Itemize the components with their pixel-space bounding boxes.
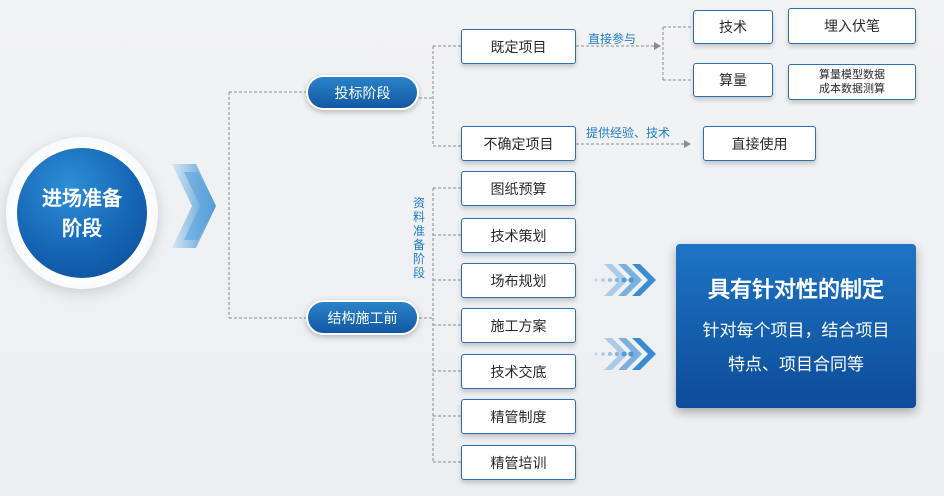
edge-label-provide-experience: 提供经验、技术 [586, 126, 671, 140]
prep-item: 技术交底 [461, 354, 576, 389]
direct-use-box: 直接使用 [703, 126, 816, 161]
result-panel: 具有针对性的制定 针对每个项目，结合项目 特点、项目合同等 [676, 244, 916, 408]
estimate-note-line2: 成本数据测算 [819, 82, 885, 95]
stage-pre-construction: 结构施工前 [306, 300, 419, 335]
prep-item: 施工方案 [461, 308, 576, 343]
root-node: 进场准备 阶段 [14, 145, 150, 281]
uncertain-project-box: 不确定项目 [461, 126, 576, 161]
prep-item: 精管制度 [461, 399, 576, 434]
chevron-arrow-icon [172, 164, 216, 248]
prep-item: 图纸预算 [461, 171, 576, 206]
material-prep-label: 资料准备阶段 [412, 196, 425, 280]
edge-label-direct-participate: 直接参与 [588, 32, 637, 46]
root-line1: 进场准备 [42, 186, 122, 210]
estimate-note-box: 算量模型数据 成本数据测算 [788, 64, 916, 100]
result-line2: 特点、项目合同等 [728, 355, 864, 375]
dotted-arrow-icon-upper [594, 264, 656, 296]
estimate-note-line1: 算量模型数据 [819, 68, 885, 81]
prep-item: 精管培训 [461, 445, 576, 480]
result-line1: 针对每个项目，结合项目 [702, 321, 890, 341]
stage-bidding: 投标阶段 [306, 75, 419, 110]
dotted-arrow-icon-lower [594, 338, 656, 370]
fixed-project-box: 既定项目 [461, 29, 576, 64]
prep-item: 场布规划 [461, 263, 576, 298]
technology-box: 技术 [693, 10, 773, 44]
estimate-box: 算量 [693, 63, 773, 97]
buried-box: 埋入伏笔 [788, 8, 916, 44]
root-line2: 阶段 [62, 216, 102, 240]
prep-item: 技术策划 [461, 218, 576, 253]
result-heading: 具有针对性的制定 [707, 278, 884, 303]
